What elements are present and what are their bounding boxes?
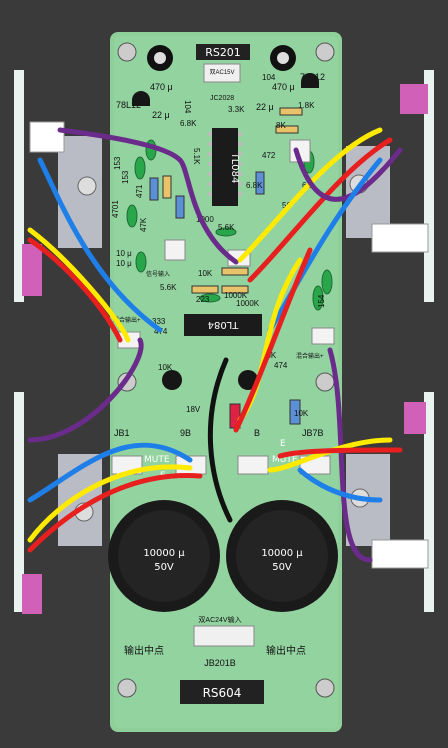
value-label-29: 10 μ [116,249,132,258]
value-label-23: 471 [135,184,144,198]
value-label-13: 5.6K [160,283,177,292]
left-amp-boards [14,70,102,614]
small-cap-left-label: 22 μ [152,110,170,120]
ic-label: JC2028 [210,95,234,102]
board-bottom-label-box [180,680,264,704]
chip2-label: TL084 [208,319,240,330]
e-right-label: E [280,439,286,449]
value-label-4: 8K [276,121,286,130]
large-cap-left-voltage: 50V [154,562,174,573]
value-label-19: 153 [113,156,122,170]
value-label-15: 333 [152,317,166,326]
value-label-1: 6.8K [180,119,197,128]
value-label-28: 18V [186,405,201,414]
value-label-5: 472 [262,151,276,160]
chip1-label: TL084 [229,152,240,184]
small-cap-right-label: 22 μ [256,102,274,112]
value-label-12: 10K [294,409,309,418]
value-label-22: 4701 [111,200,120,218]
top-connector [203,63,241,83]
mute-left-label: MUTE [144,455,170,465]
value-label-24: 104 [183,100,192,114]
value-label-20: 153 [121,170,130,184]
bottom-connector [193,625,255,647]
value-labels: 3.3K 6.8K 5.1K 1.8K 8K 472 6.8K 5.6K 100… [111,73,326,418]
board-top-label: RS201 [205,46,241,59]
value-label-3: 1.8K [298,101,315,110]
value-label-7: 5.6K [218,223,235,232]
value-label-30: 10 μ [116,259,132,268]
board-bottom-label: RS604 [203,686,242,700]
value-label-25: 104 [262,73,276,82]
top-capacitors [147,45,296,71]
bottom-connector-label: 双AC24V输入 [198,615,241,624]
bottom-connector-id: JB201B [204,658,236,668]
value-label-0: 3.3K [228,105,245,114]
value-label-8: 1000K [224,291,248,300]
value-label-6: 6.8K [246,181,263,190]
mute-right-label: MUTE [272,455,298,465]
value-label-14: 223 [196,295,210,304]
value-label-10: 10K [198,269,213,278]
cap-top-left-label: 470 μ [150,82,173,92]
signal-in-label: 信号输入 [146,270,170,278]
value-label-17: 474 [274,361,288,370]
mix-out-left-label: 混合输出+ [113,316,141,324]
jb-mid-left-label: 9B [180,428,191,438]
mix-out-right-label: 混合输出+ [296,352,324,360]
board-top-label-box [196,44,250,60]
jb-mid-right-label: B [254,428,260,438]
chip2-body [184,314,262,336]
out-mid-left: 输出中点 [124,644,164,657]
mounting-holes [117,42,335,698]
top-connector-label: 双AC15V [209,69,234,76]
large-cap-right-value: 10000 μ [261,548,303,559]
value-label-9: 1000K [236,299,260,308]
large-cap-left [108,500,220,612]
large-cap-left-value: 10000 μ [143,548,185,559]
jb-right-label: JB7B [302,428,324,438]
large-cap-right-voltage: 50V [272,562,292,573]
right-amp-boards [346,70,434,612]
value-label-32: 154 [317,294,326,308]
reg-left-label: 78L12 [116,100,141,110]
value-label-31: 1000 [196,215,214,224]
value-label-11: 10K [158,363,173,372]
cap-top-right-label: 470 μ [272,82,295,92]
chip1-body [212,128,238,206]
chip1-pins [208,132,242,196]
jb-left-label: JB1 [114,428,130,438]
large-cap-right [226,500,338,612]
value-label-2: 5.1K [192,148,201,165]
value-label-21: 47K [139,217,148,232]
wires [27,127,403,563]
out-mid-right: 输出中点 [266,644,306,657]
